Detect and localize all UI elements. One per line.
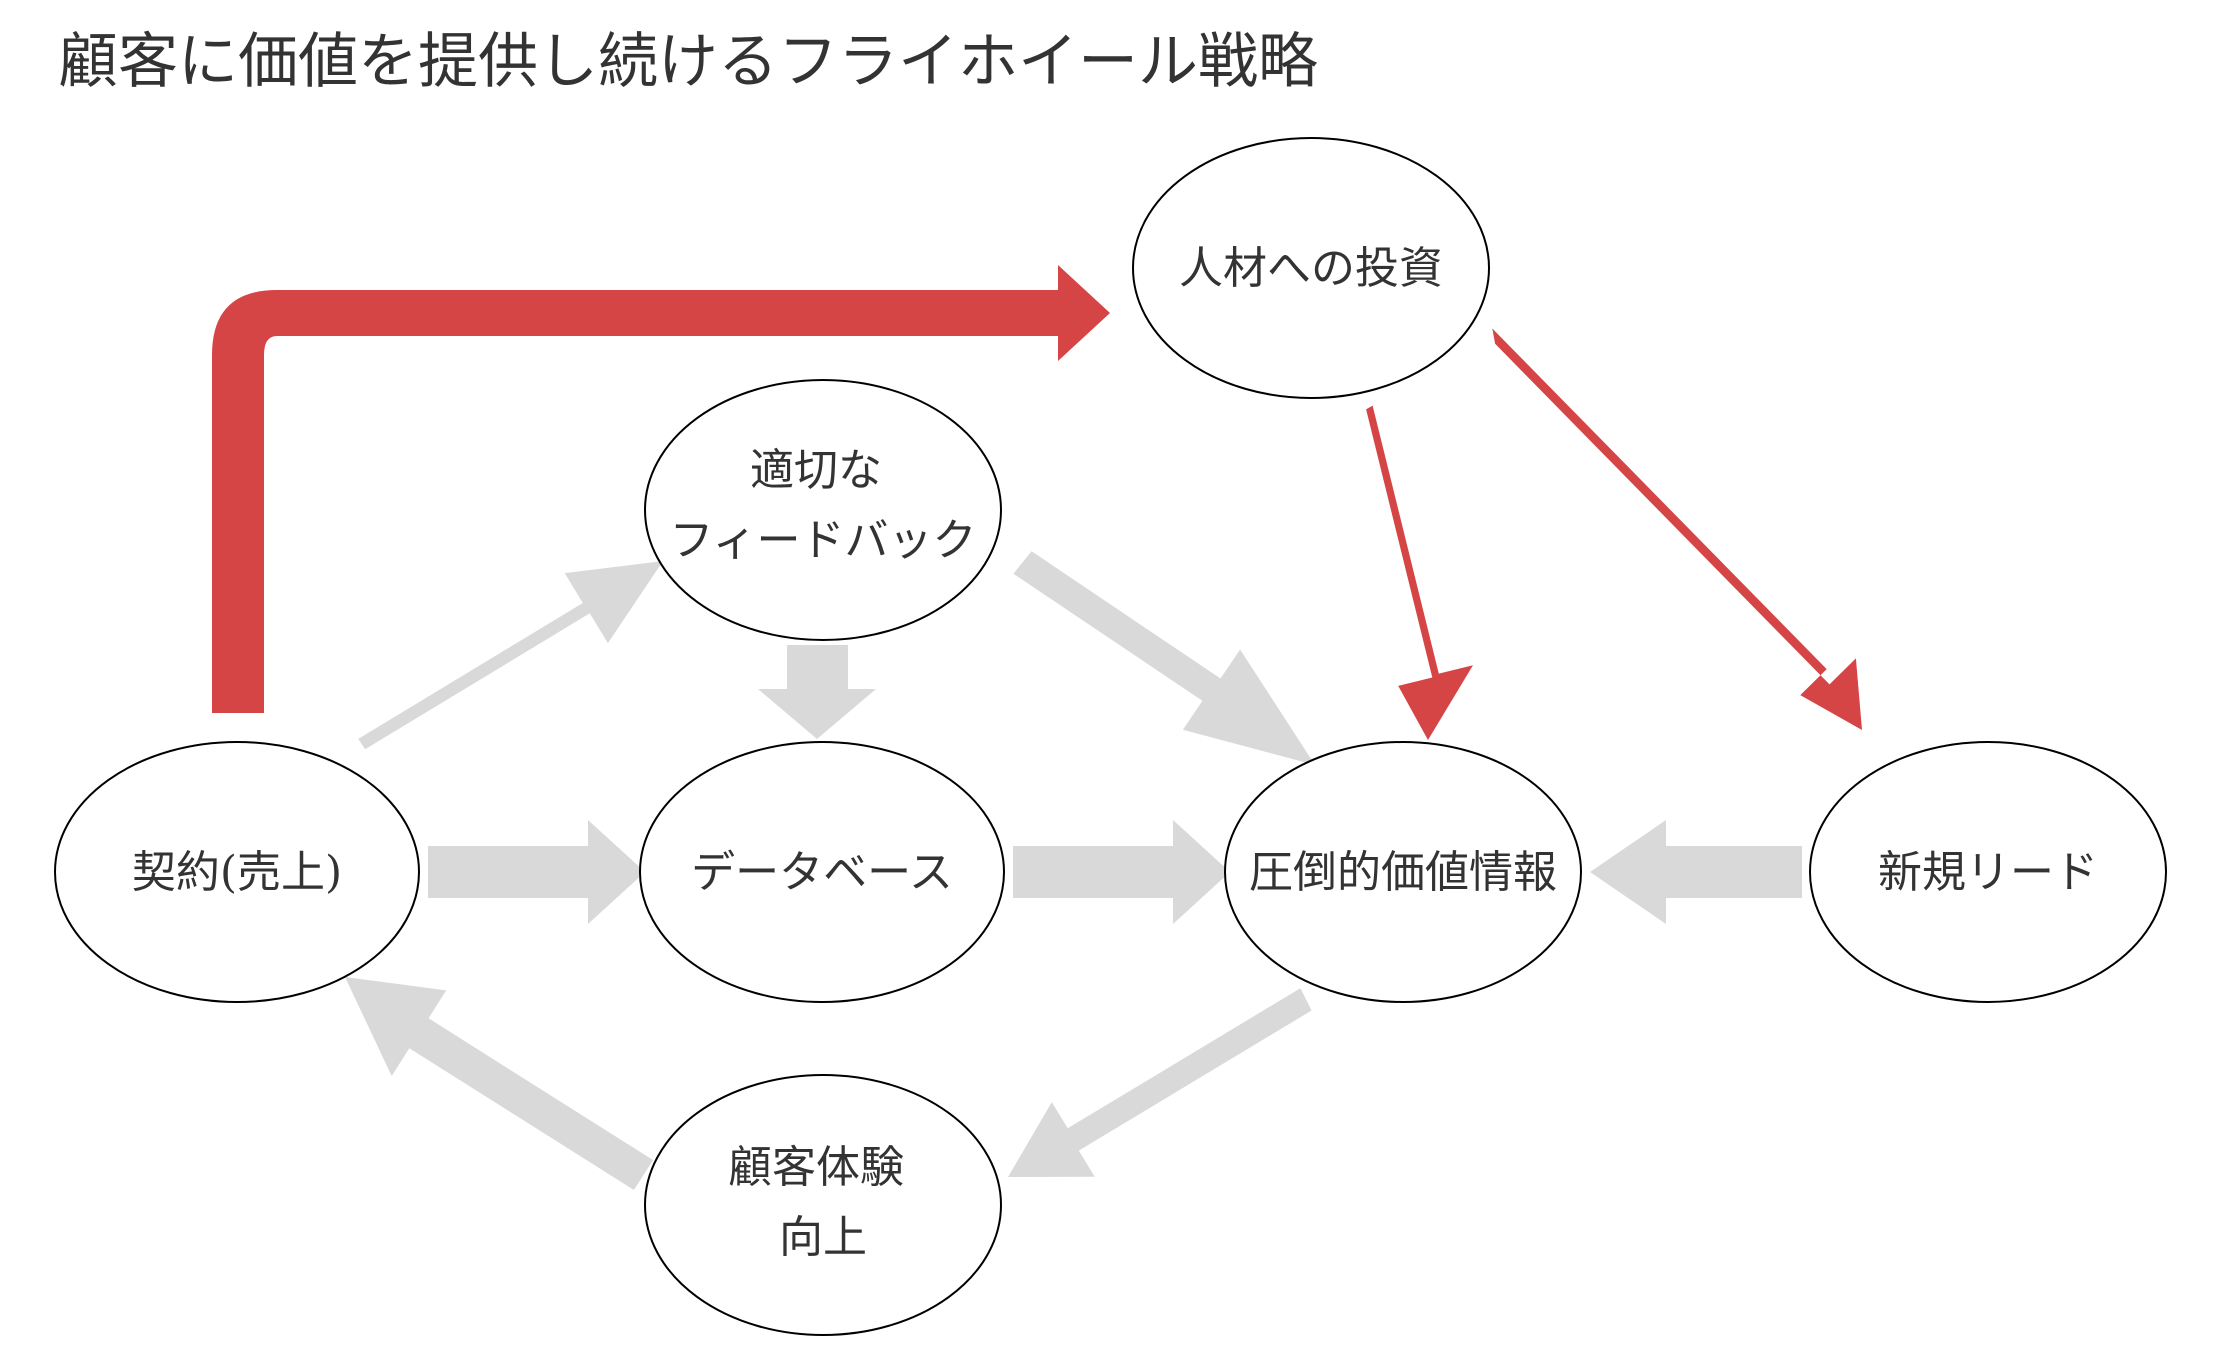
- arrow-new-lead-to-value-info: [1590, 820, 1802, 924]
- diagram-title: 顧客に価値を提供し続けるフライホイール戦略: [58, 27, 1318, 97]
- arrow-investment-to-value-info: [1366, 405, 1473, 740]
- node-feedback-label-line: 適切な: [750, 445, 882, 496]
- node-investment-label: 人材への投資: [1179, 243, 1443, 294]
- node-new-lead-label: 新規リード: [1878, 847, 2098, 898]
- arrow-value-info-to-experience: [1008, 988, 1312, 1177]
- node-feedback-circle: [644, 379, 1002, 641]
- node-value-info: 圧倒的価値情報: [1224, 741, 1582, 1003]
- node-database-circle: [639, 741, 1005, 1003]
- node-contract-circle: [54, 741, 420, 1003]
- arrow-experience-to-contract: [345, 977, 654, 1190]
- node-feedback-label: 適切な フィードバック: [669, 445, 976, 566]
- nodes: 人材への投資 適切な フィードバック 契約(売上) データベース: [54, 137, 2167, 1336]
- node-database-label-line: データベース: [691, 847, 953, 898]
- node-new-lead-circle: [1809, 741, 2167, 1003]
- node-feedback: 適切な フィードバック: [644, 379, 1002, 641]
- node-experience: 顧客体験 向上: [644, 1074, 1002, 1336]
- node-new-lead: 新規リード: [1809, 741, 2167, 1003]
- node-contract-label-line: 契約(売上): [132, 847, 342, 898]
- node-database-label: データベース: [691, 847, 953, 898]
- node-new-lead-label-line: 新規リード: [1878, 847, 2098, 898]
- arrow-investment-to-new-lead: [1492, 328, 1862, 730]
- node-database: データベース: [639, 741, 1005, 1003]
- highlight-arrows: [212, 265, 1862, 740]
- flow-arrows: [345, 551, 1802, 1190]
- node-contract-label: 契約(売上): [132, 847, 342, 898]
- node-value-info-label: 圧倒的価値情報: [1249, 847, 1557, 898]
- arrow-database-to-value-info: [1013, 820, 1230, 924]
- arrow-contract-to-feedback: [358, 561, 663, 750]
- node-experience-circle: [644, 1074, 1002, 1336]
- arrow-feedback-to-database: [758, 645, 876, 739]
- node-investment-label-line: 人材への投資: [1179, 243, 1443, 294]
- node-contract: 契約(売上): [54, 741, 420, 1003]
- node-experience-label-line: 顧客体験: [728, 1142, 904, 1193]
- node-value-info-circle: [1224, 741, 1582, 1003]
- arrow-contract-to-database: [428, 820, 645, 924]
- node-experience-label: 顧客体験 向上: [728, 1142, 918, 1263]
- arrow-contract-to-investment: [212, 265, 1110, 713]
- node-investment: 人材への投資: [1132, 137, 1490, 399]
- node-experience-label-line: 向上: [779, 1212, 867, 1263]
- node-value-info-label-line: 圧倒的価値情報: [1249, 847, 1557, 898]
- node-investment-circle: [1132, 137, 1490, 399]
- node-feedback-label-line: フィードバック: [669, 515, 976, 566]
- arrow-feedback-to-value-info: [1013, 551, 1315, 765]
